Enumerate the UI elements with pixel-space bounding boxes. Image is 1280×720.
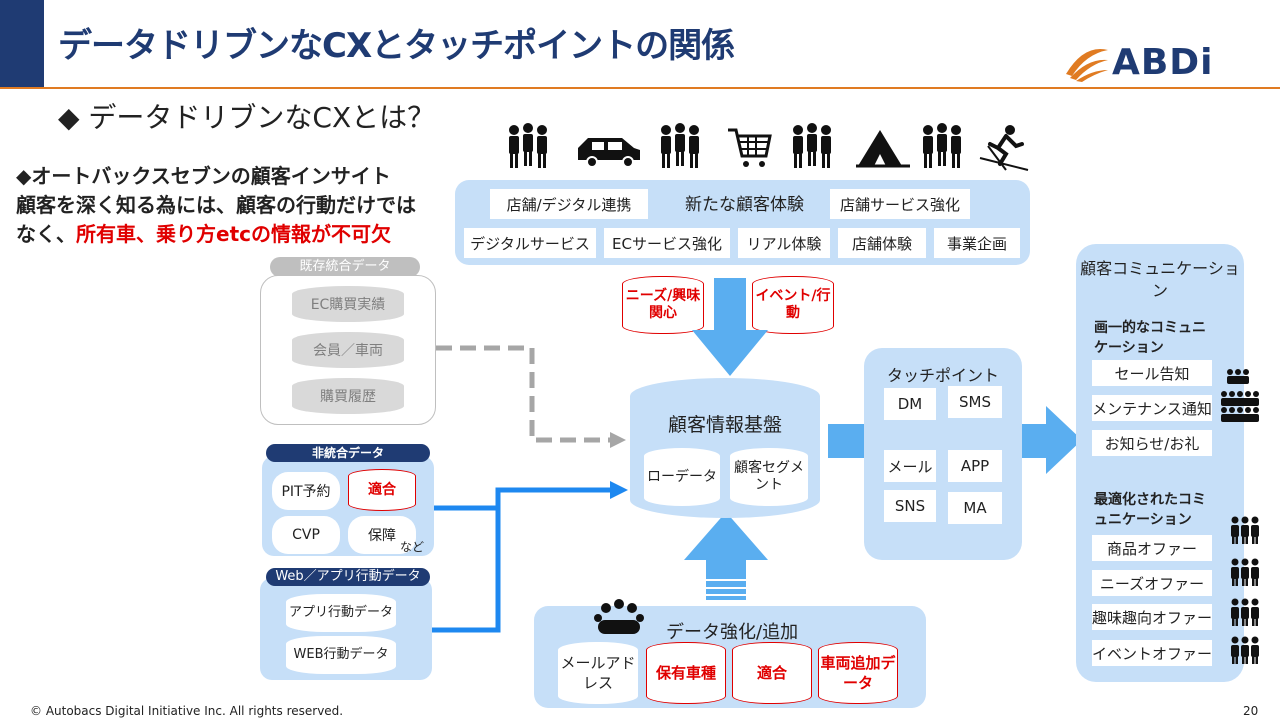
web-data-label: Web／アプリ行動データ (266, 568, 430, 586)
experience-item: ECサービス強化 (604, 228, 730, 258)
product-offer-item: 商品オファー (1092, 535, 1212, 561)
platform-title: 顧客情報基盤 (667, 414, 782, 436)
section-subtitle: ◆ データドリブンなCXとは？ (58, 101, 436, 134)
data-enhancement-title: データ強化/追加 (666, 622, 799, 643)
people-icon (1231, 559, 1259, 587)
logo-swoosh-icon (1066, 49, 1108, 82)
purchase-history-cylinder: 購買履歴 (292, 378, 404, 414)
crowd-icon (1221, 369, 1259, 422)
communication-title: 顧客コミュニケーション (1080, 259, 1240, 300)
experience-item: 店舗/デジタル連携 (490, 189, 648, 219)
compatibility-cylinder: 適合 (732, 642, 812, 704)
raw-data-item: ローデータ (644, 448, 720, 506)
down-arrow (692, 278, 768, 376)
touchpoints-title: タッチポイント (886, 366, 999, 385)
insight-line-3: なく、所有車、乗り方etcの情報が不可欠 (16, 220, 416, 249)
shopping-cart-icon (728, 128, 772, 167)
logo-text: ABDi (1112, 42, 1214, 83)
segment-people-icons (1230, 514, 1264, 674)
cvp-item: CVP (272, 516, 340, 554)
event-behavior-cylinder: イベント/行動 (752, 276, 834, 334)
platform-arrowhead (610, 481, 628, 499)
ec-purchase-cylinder: EC購買実績 (292, 286, 404, 322)
warranty-item: 保障 (348, 516, 416, 554)
people-icon (1231, 599, 1259, 627)
experience-item: デジタルサービス (464, 228, 596, 258)
tent-icon (856, 130, 910, 168)
insight-line-1: ◆オートバックスセブンの顧客インサイト (16, 164, 391, 188)
touchpoint-app: APP (948, 450, 1002, 482)
experience-item: 店舗体験 (838, 228, 926, 258)
touchpoint-dm: DM (884, 388, 936, 420)
people-icon (1231, 517, 1259, 545)
email-address-item: メールアドレス (558, 642, 638, 704)
needs-interest-cylinder: ニーズ/興味関心 (622, 276, 704, 334)
page-number: 20 (1243, 704, 1259, 718)
event-offer-item: イベントオファー (1092, 640, 1212, 666)
etc-note: など (400, 540, 425, 554)
experience-item: リアル体験 (738, 228, 830, 258)
hobby-offer-item: 趣味趣向オファー (1092, 604, 1212, 630)
experience-item: 店舗サービス強化 (830, 189, 970, 219)
insight-prefix: なく、 (16, 222, 76, 246)
touchpoint-ma: MA (948, 492, 1002, 524)
optimized-heading: 最適化されたコミュニケーション (1094, 492, 1206, 528)
existing-data-connector (436, 345, 612, 443)
non-integrated-label: 非統合データ (266, 444, 430, 462)
title-divider (0, 87, 1280, 89)
experience-center-label: 新たな顧客体験 (685, 195, 804, 215)
customer-insight: ◆オートバックスセブンの顧客インサイト 顧客を深く知る為には、顧客の行動だけでは… (16, 162, 416, 249)
insight-line-2: 顧客を深く知る為には、顧客の行動だけでは (16, 193, 416, 217)
vehicle-additional-data-cylinder: 車両追加データ (818, 642, 898, 704)
abdi-logo: ABDi (1064, 42, 1274, 83)
maintenance-notice-item: メンテナンス通知 (1092, 395, 1212, 421)
existing-data-label: 既存統合データ (270, 257, 420, 277)
touchpoint-mail: メール (884, 450, 936, 482)
non-integrated-connector (432, 487, 612, 511)
owned-vehicle-cylinder: 保有車種 (646, 642, 726, 704)
group-meeting-icon (594, 599, 644, 634)
member-vehicle-cylinder: 会員／車両 (292, 332, 404, 368)
up-arrow-stripes (706, 579, 746, 596)
web-data-connector (432, 508, 501, 633)
copyright: © Autobacs Digital Initiative Inc. All r… (30, 704, 344, 718)
page-title: データドリブンなCXとタッチポイントの関係 (58, 26, 735, 66)
touchpoint-sms: SMS (948, 386, 1002, 418)
skier-icon (979, 125, 1029, 171)
people-icon (1231, 637, 1259, 665)
compatibility-cylinder: 適合 (348, 469, 416, 511)
up-arrow (684, 512, 768, 600)
title-accent-bar (0, 0, 44, 88)
uniform-heading: 画一的なコミュニケーション (1094, 320, 1206, 356)
insight-highlight: 所有車、乗り方etcの情報が不可欠 (76, 222, 391, 246)
existing-data-arrowhead (610, 432, 626, 448)
experience-item: 事業企画 (934, 228, 1020, 258)
info-thanks-item: お知らせ/お礼 (1092, 430, 1212, 456)
car-icon (578, 138, 640, 168)
customer-segment-item: 顧客セグメント (730, 448, 808, 506)
sale-notice-item: セール告知 (1092, 360, 1212, 386)
customer-activity-icons (500, 120, 1029, 171)
pit-reservation-item: PIT予約 (272, 472, 340, 510)
app-behavior-cylinder: アプリ行動データ (286, 594, 396, 632)
touchpoint-sns: SNS (884, 490, 936, 522)
needs-offer-item: ニーズオファー (1092, 570, 1212, 596)
web-behavior-cylinder: WEB行動データ (286, 636, 396, 674)
